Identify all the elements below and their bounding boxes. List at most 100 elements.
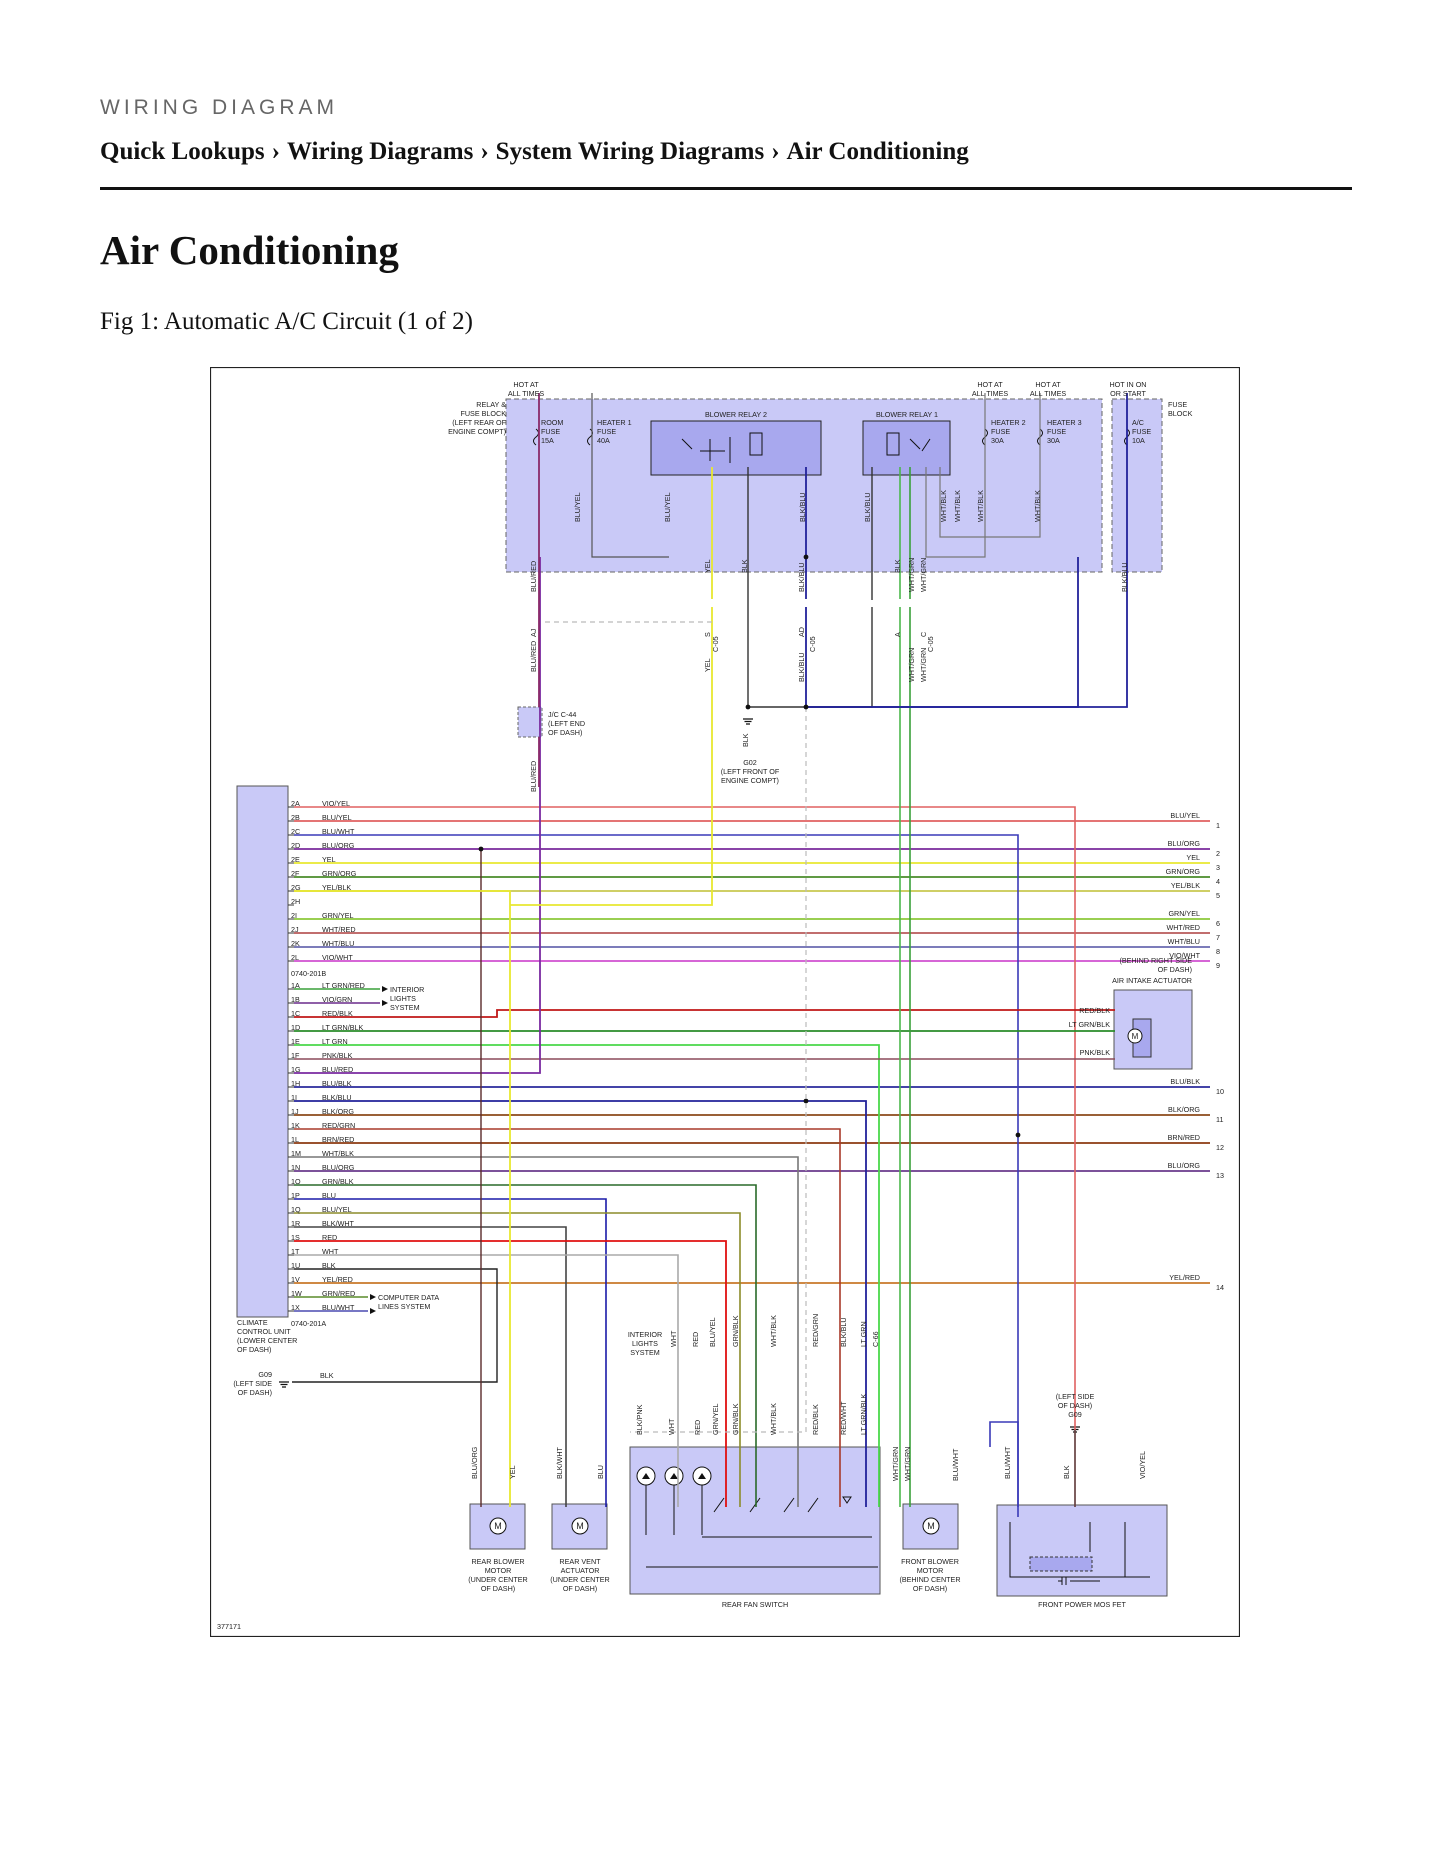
front-blower-motor-label: FRONT BLOWER [901, 1557, 959, 1566]
air-intake-actuator-label: AIR INTAKE ACTUATOR [1112, 976, 1192, 985]
breadcrumb-item-quick-lookups[interactable]: Quick Lookups [100, 138, 265, 165]
wire-yel-vert [510, 467, 713, 906]
pin-number: 2C [291, 827, 300, 836]
wire-color-label: WHT/GRN [907, 648, 916, 682]
wire-lt-grn [294, 1044, 880, 1507]
pin-wire-color: WHT/RED [322, 925, 356, 934]
wire-color-label: YEL [703, 559, 712, 573]
ground-g02-label: G02 [743, 758, 757, 767]
wire-color-label: WHT/GRN [903, 1447, 912, 1481]
breadcrumb-item-air-conditioning[interactable]: Air Conditioning [786, 138, 969, 165]
pin-wire-color: VIO/WHT [322, 953, 353, 962]
breadcrumb-item-wiring-diagrams[interactable]: Wiring Diagrams [287, 138, 474, 165]
rear-blower-motor-label: REAR BLOWER [471, 1557, 524, 1566]
interior-lights-label: SYSTEM [390, 1003, 420, 1012]
pin-number: 1M [291, 1149, 301, 1158]
wire-grn-blk [294, 1184, 757, 1507]
wire-wht [294, 1254, 679, 1507]
rear-vent-actuator-label: REAR VENT [559, 1557, 601, 1566]
interior-lights-label: LIGHTS [390, 994, 416, 1003]
wire-color-label: GRN/BLK [731, 1403, 740, 1435]
pin-wire-color: PNK/BLK [322, 1051, 353, 1060]
wire-color-label: WHT [669, 1330, 678, 1347]
wire-color-label: WHT/BLK [939, 490, 948, 522]
interior-lights-label: LIGHTS [632, 1339, 658, 1348]
climate-control-unit-label: CLIMATE [237, 1318, 268, 1327]
wire-reference-number: 9 [1216, 961, 1220, 970]
ground-g09-right-label: OF DASH) [1058, 1401, 1092, 1410]
fuse-label: 30A [991, 436, 1004, 445]
pin-wire-color: BLU/BLK [322, 1079, 352, 1088]
splice-dot [1015, 1132, 1021, 1138]
wire-blk-wht [294, 1226, 567, 1507]
right-wire-label: WHT/RED [1166, 923, 1200, 932]
wire-reference-number: 2 [1216, 849, 1220, 858]
rear-vent-actuator-label: OF DASH) [563, 1584, 597, 1593]
wire-wht-blk-heater3 [939, 393, 1041, 538]
blower-relay-1-label: BLOWER RELAY 1 [876, 410, 938, 419]
fuse-label: FUSE [541, 427, 560, 436]
wire-color-label: LT GRN [859, 1321, 868, 1347]
wire-color-label: LT GRN/BLK [1069, 1020, 1110, 1029]
motor-icon [922, 1517, 940, 1535]
air-intake-location: OF DASH) [1158, 965, 1192, 974]
wire-reference-number: 12 [1216, 1143, 1224, 1152]
ground-g02-label: ENGINE COMPT) [721, 776, 779, 785]
right-wire-label: GRN/ORG [1166, 867, 1201, 876]
wire-color-label: BLK/PNK [635, 1404, 644, 1435]
fuse-block-housing [1111, 398, 1163, 573]
jc-c44-label: (LEFT END [548, 719, 585, 728]
fuse-label: FUSE [991, 427, 1010, 436]
splice-dot [803, 554, 809, 560]
pin-wire-color: YEL/RED [322, 1275, 353, 1284]
fuse-icon [533, 428, 539, 446]
interior-lights-label: INTERIOR [628, 1330, 662, 1339]
pin-number: 2J [291, 925, 299, 934]
pin-wire-color: BLU/WHT [322, 827, 355, 836]
diagram-label: HOT AT [1035, 380, 1061, 389]
fuse-label: HEATER 1 [597, 418, 632, 427]
wire-color-label: WHT/BLK [1033, 490, 1042, 522]
pin-wire-color: LT GRN/RED [322, 981, 365, 990]
front-power-mos-fet [996, 1504, 1168, 1597]
pin-number: 1Q [291, 1205, 301, 1214]
pin-wire-color: YEL/BLK [322, 883, 351, 892]
diagram-label: ALL TIMES [1030, 389, 1067, 398]
fuse-label: FUSE [1047, 427, 1066, 436]
pin-number: 1J [291, 1107, 299, 1116]
motor-symbol: M [927, 1521, 935, 1531]
pin-wire-color: LT GRN/BLK [322, 1023, 363, 1032]
wire-color-label: BLU/RED [529, 561, 538, 592]
pin-wire-color: GRN/BLK [322, 1177, 354, 1186]
fuse-label: FUSE [1132, 427, 1151, 436]
right-wire-label: BLU/BLK [1170, 1077, 1200, 1086]
front-blower-motor-label: (BEHIND CENTER [899, 1575, 960, 1584]
rear-vent-actuator-label: ACTUATOR [561, 1566, 600, 1575]
wire-color-label: RED/GRN [811, 1314, 820, 1347]
wire-red-grn [294, 1128, 841, 1507]
diagram-label: HOT IN ON [1109, 380, 1146, 389]
ground-g02-label: (LEFT FRONT OF [721, 767, 780, 776]
computer-data-label: COMPUTER DATA [378, 1293, 439, 1302]
pin-wire-color: LT GRN [322, 1037, 348, 1046]
pin-number: 1V [291, 1275, 300, 1284]
splice-dot [803, 1098, 809, 1104]
fuse-label: 40A [597, 436, 610, 445]
splice-dot [803, 704, 809, 710]
diagram-label: HOT AT [513, 380, 539, 389]
relay-fuse-block-label: (LEFT REAR OF [452, 418, 506, 427]
wire-color-label: BLU/RED [529, 641, 538, 672]
computer-data-label: LINES SYSTEM [378, 1302, 430, 1311]
motor-icon [571, 1517, 589, 1535]
breadcrumb-item-system-wiring-diagrams[interactable]: System Wiring Diagrams [495, 138, 765, 165]
pin-number: 1X [291, 1303, 300, 1312]
pin-number: 1S [291, 1233, 300, 1242]
diode-icon [642, 1473, 650, 1479]
pin-number: 2B [291, 813, 300, 822]
wire-color-label: BLK/BLU [1120, 562, 1129, 592]
air-intake-location: (BEHIND RIGHT SIDE [1119, 956, 1192, 965]
pin-wire-color: WHT [322, 1247, 339, 1256]
wire-reference-number: 3 [1216, 863, 1220, 872]
wire-color-label: WHT/GRN [919, 558, 928, 592]
